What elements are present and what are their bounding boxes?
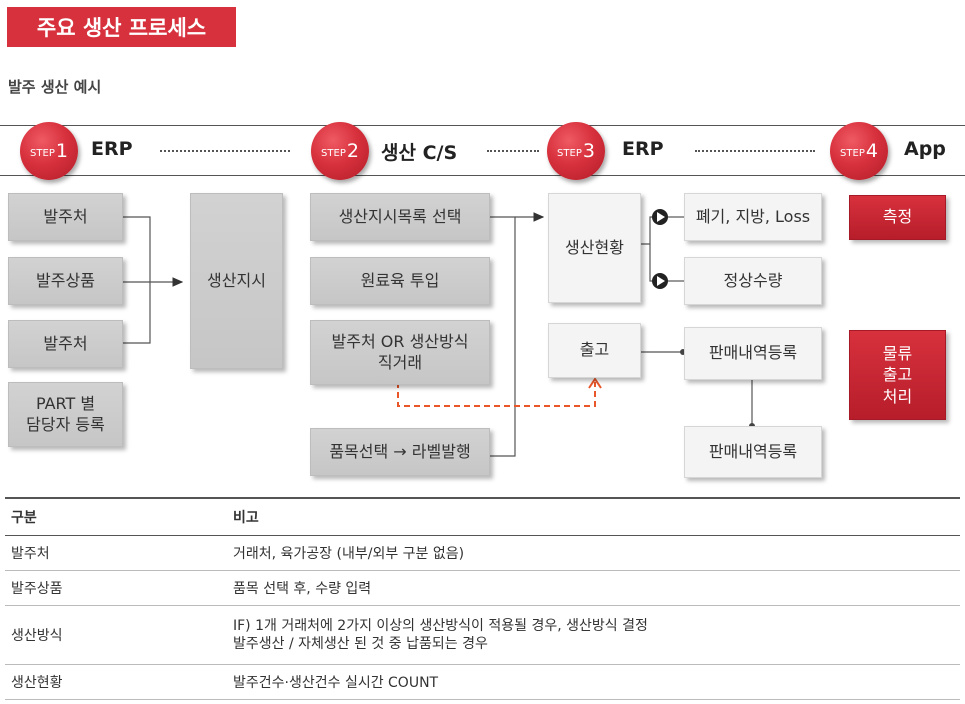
step-1-dots xyxy=(160,150,290,152)
table-header-category: 구분 xyxy=(5,497,226,536)
production-method-box: 발주처 OR 생산방식 직거래 xyxy=(310,320,490,385)
table-row: 발주처 거래처, 육가공장 (내부/외부 구분 없음) xyxy=(5,535,960,571)
order-source-label: 발주처 xyxy=(43,206,88,226)
order-source-label-2: 발주처 xyxy=(43,333,88,353)
instruction-list-label: 생산지시목록 선택 xyxy=(338,206,462,226)
page-title: 주요 생산 프로세스 xyxy=(36,16,207,40)
table-note-line: 발주생산 / 자체생산 된 것 중 납품되는 경우 xyxy=(233,635,488,652)
order-product-label: 발주상품 xyxy=(36,270,95,290)
table-row: 발주상품 품목 선택 후, 수량 입력 xyxy=(5,570,960,606)
label-issue-label: 품목선택 → 라벨발행 xyxy=(329,441,471,461)
step-3-number: 3 xyxy=(582,140,595,162)
table-cell-label: 생산현황 xyxy=(5,664,226,700)
table-row: 생산현황 발주건수·생산건수 실시간 COUNT xyxy=(5,664,960,700)
production-instruction-label: 생산지시 xyxy=(207,270,266,290)
step-1-number: 1 xyxy=(55,140,68,162)
production-method-label: 발주처 OR 생산방식 직거래 xyxy=(331,331,469,372)
description-table: 구분 비고 발주처 거래처, 육가공장 (내부/외부 구분 없음) 발주상품 품… xyxy=(5,497,960,700)
connector-step1-bracket xyxy=(123,216,151,344)
step-3-name: ERP xyxy=(622,138,664,160)
table-cell-label: 생산방식 xyxy=(5,605,226,665)
table-cell-note: 거래처, 육가공장 (내부/외부 구분 없음) xyxy=(226,535,960,571)
discard-box: 폐기, 지방, Loss xyxy=(684,193,822,241)
table-header-row: 구분 비고 xyxy=(5,497,960,536)
sales-register-box-2: 판매내역등록 xyxy=(684,426,822,478)
step-1-name: ERP xyxy=(91,138,133,160)
section-subtitle: 발주 생산 예시 xyxy=(8,78,102,96)
step-1-word: STEP xyxy=(30,147,55,159)
table-row: 생산방식 IF) 1개 거래처에 2가지 이상의 생산방식이 적용될 경우, 생… xyxy=(5,605,960,665)
table-cell-label: 발주처 xyxy=(5,535,226,571)
order-source-box: 발주처 xyxy=(8,193,123,241)
order-product-box: 발주상품 xyxy=(8,257,123,305)
production-instruction-box: 생산지시 xyxy=(190,193,283,369)
order-source-box-2: 발주처 xyxy=(8,320,123,368)
step-bar-bottom-rule xyxy=(0,175,965,176)
step-4-word: STEP xyxy=(840,147,865,159)
shipping-box: 출고 xyxy=(548,323,641,378)
step-4-name: App xyxy=(904,138,946,160)
step-2-word: STEP xyxy=(321,147,346,159)
dashed-arrow-head xyxy=(588,377,602,389)
table-cell-note: IF) 1개 거래처에 2가지 이상의 생산방식이 적용될 경우, 생산방식 결… xyxy=(226,605,960,665)
sales-register-box: 판매내역등록 xyxy=(684,327,822,380)
table-note-line: IF) 1개 거래처에 2가지 이상의 생산방식이 적용될 경우, 생산방식 결… xyxy=(233,617,648,634)
step-bar-top-rule xyxy=(0,125,965,126)
table-cell-label: 발주상품 xyxy=(5,570,226,606)
discard-label: 폐기, 지방, Loss xyxy=(695,206,811,226)
table-header-note: 비고 xyxy=(226,497,960,536)
sales-register-label: 판매내역등록 xyxy=(708,343,798,363)
dashed-return-line xyxy=(397,372,596,407)
logistics-box: 물류 출고 처리 xyxy=(849,330,946,420)
measure-label: 측정 xyxy=(882,207,913,227)
step-3-word: STEP xyxy=(557,147,582,159)
part-manager-box: PART 별 담당자 등록 xyxy=(8,382,123,447)
step-2-number: 2 xyxy=(346,140,359,162)
label-issue-box: 품목선택 → 라벨발행 xyxy=(310,428,490,476)
step-3-dots xyxy=(695,150,815,152)
part-manager-label: PART 별 담당자 등록 xyxy=(26,393,105,434)
normal-qty-box: 정상수량 xyxy=(684,257,822,305)
raw-meat-box: 원료육 투입 xyxy=(310,257,490,305)
table-cell-note: 발주건수·생산건수 실시간 COUNT xyxy=(226,664,960,700)
production-status-box: 생산현황 xyxy=(548,193,641,303)
step-2-dots xyxy=(487,150,539,152)
sales-register-label-2: 판매내역등록 xyxy=(708,441,798,461)
step-2-name: 생산 C/S xyxy=(381,142,458,164)
raw-meat-label: 원료육 투입 xyxy=(360,270,440,290)
shipping-label: 출고 xyxy=(579,340,610,360)
page-title-banner: 주요 생산 프로세스 xyxy=(7,7,236,47)
normal-qty-label: 정상수량 xyxy=(723,270,783,290)
connector-step2-bracket xyxy=(490,216,516,457)
logistics-label: 물류 출고 처리 xyxy=(882,343,913,406)
table-cell-note: 품목 선택 후, 수량 입력 xyxy=(226,570,960,606)
step-4-number: 4 xyxy=(865,140,878,162)
measure-box: 측정 xyxy=(849,195,946,240)
production-status-label: 생산현황 xyxy=(565,237,624,257)
instruction-list-box: 생산지시목록 선택 xyxy=(310,193,490,241)
